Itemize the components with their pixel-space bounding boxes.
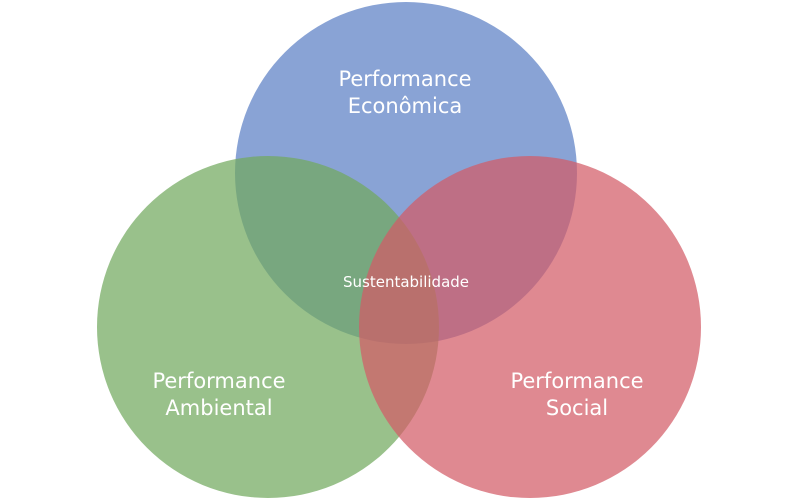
label-performance-social: Performance Social xyxy=(477,368,677,423)
label-performance-economica: Performance Econômica xyxy=(305,66,505,121)
label-social-line1: Performance xyxy=(510,369,644,393)
label-economica-line2: Econômica xyxy=(347,94,463,119)
label-ambiental-line2: Ambiental xyxy=(165,396,273,421)
label-sustentabilidade: Sustentabilidade xyxy=(342,273,470,291)
label-ambiental-line1: Performance xyxy=(152,369,286,393)
label-performance-ambiental: Performance Ambiental xyxy=(119,368,319,423)
label-social-line2: Social xyxy=(545,396,609,421)
label-economica-line1: Performance xyxy=(338,67,472,91)
circle-ambiental xyxy=(97,156,439,498)
circle-social xyxy=(359,156,701,498)
